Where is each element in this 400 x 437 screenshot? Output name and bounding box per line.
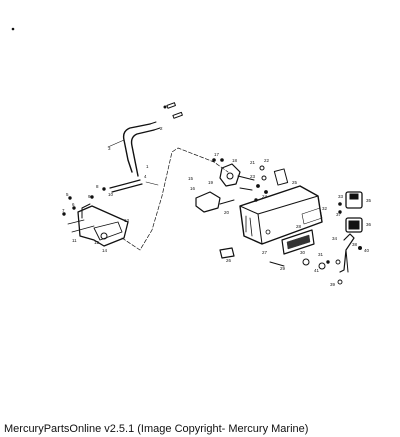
- callout-3: 3: [108, 146, 111, 151]
- callout-37: 37: [336, 212, 342, 217]
- wire-routing-line: [121, 147, 229, 251]
- callout-25: 25: [292, 180, 298, 185]
- callout-10: 10: [108, 192, 114, 197]
- callout-36: 36: [366, 222, 372, 227]
- callout-15: 15: [188, 176, 194, 181]
- cover-plate: [281, 207, 323, 255]
- callout-40: 40: [364, 248, 370, 253]
- callout-28: 28: [296, 224, 302, 229]
- callout-41: 41: [314, 268, 320, 273]
- callout-26: 26: [226, 258, 232, 263]
- right-switch-components: [338, 191, 363, 273]
- callout-6: 6: [72, 202, 75, 207]
- callout-16: 16: [190, 186, 196, 191]
- control-box-housing: [239, 185, 323, 245]
- callout-31: 31: [318, 252, 324, 257]
- callout-34: 34: [332, 236, 338, 241]
- callout-17: 17: [214, 152, 220, 157]
- callout-14: 14: [102, 248, 108, 253]
- callout-29: 29: [280, 266, 286, 271]
- callout-8: 8: [96, 184, 99, 189]
- callout-21: 21: [250, 160, 256, 165]
- callout-5: 5: [66, 192, 69, 197]
- callout-11: 11: [72, 238, 77, 243]
- solenoid-cluster: [195, 158, 255, 213]
- callout-27: 27: [262, 250, 268, 255]
- callout-7: 7: [62, 208, 65, 213]
- callout-32: 32: [322, 206, 328, 211]
- control-lever-mechanism: [62, 187, 129, 247]
- callout-19: 19: [208, 180, 214, 185]
- top-fasteners: [163, 102, 183, 119]
- callout-13: 13: [124, 218, 130, 223]
- corner-mark: [11, 27, 15, 31]
- control-cable-assembly: [107, 121, 161, 193]
- copyright-caption: MercuryPartsOnline v2.5.1 (Image Copyrig…: [4, 423, 309, 435]
- callout-4: 4: [144, 174, 147, 179]
- callout-2: 2: [160, 126, 163, 131]
- callout-9: 9: [88, 194, 91, 199]
- callout-18: 18: [232, 158, 238, 163]
- callout-23: 23: [250, 174, 256, 179]
- callout-35: 35: [366, 198, 372, 203]
- callout-30: 30: [300, 250, 306, 255]
- callout-numbers: 1 2 3 4 5 6 7 8 9 10 11 12 13 14 15 16 1…: [62, 126, 372, 287]
- callout-20: 20: [224, 210, 230, 215]
- callout-12: 12: [94, 240, 100, 245]
- callout-38: 38: [352, 242, 358, 247]
- callout-24: 24: [262, 194, 268, 199]
- callout-33: 33: [338, 194, 344, 199]
- callout-39: 39: [330, 282, 336, 287]
- callout-22: 22: [264, 158, 270, 163]
- bottom-loose-parts: [219, 247, 343, 285]
- callout-1: 1: [146, 164, 149, 169]
